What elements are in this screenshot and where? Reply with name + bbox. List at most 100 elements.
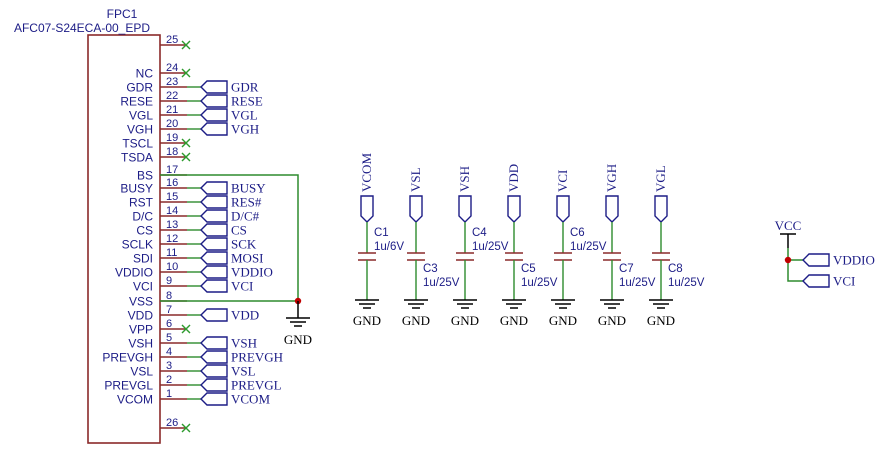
- connector-body[interactable]: [87, 34, 161, 444]
- net-label-vddio[interactable]: VDDIO: [200, 265, 273, 280]
- net-label-sck[interactable]: SCK: [200, 237, 257, 252]
- pin-19-name: TSCL: [122, 137, 153, 151]
- net-label-prevgh-flag: [200, 350, 228, 364]
- net-label-vsl[interactable]: VSL: [200, 364, 256, 379]
- net-label-prevgh[interactable]: PREVGH: [200, 350, 283, 365]
- vcc-label-vci[interactable]: VCI: [802, 274, 855, 289]
- net-label-vsh-text: VSH: [231, 336, 257, 351]
- pin-4-number: 4: [166, 346, 172, 358]
- net-label-prevgl[interactable]: PREVGL: [200, 378, 282, 393]
- pin-21-number: 21: [166, 104, 178, 116]
- pin-18-number: 18: [166, 146, 178, 158]
- net-label-cs[interactable]: CS: [200, 223, 247, 238]
- pin-10-name: VDDIO: [115, 266, 153, 280]
- connector-ref: FPC1: [107, 7, 138, 21]
- net-label-gdr[interactable]: GDR: [200, 80, 259, 95]
- pin-13-number: 13: [166, 219, 178, 231]
- net-label-rese-text: RESE: [231, 94, 263, 109]
- no-connect-icon: [181, 40, 191, 50]
- capacitor-ref: C6: [570, 227, 585, 239]
- pin-9-number: 9: [166, 275, 172, 287]
- gnd-label: GND: [353, 313, 381, 328]
- gnd-symbol: [551, 299, 575, 309]
- net-label-vgl[interactable]: VGL: [200, 108, 258, 123]
- net-flag-icon: [556, 195, 570, 223]
- net-label-vgh[interactable]: VGH: [200, 122, 259, 137]
- net-label-vdd[interactable]: VDD: [200, 308, 259, 323]
- pin-15-name: RST: [129, 196, 154, 210]
- bs-wire[interactable]: [160, 174, 299, 301]
- net-label-vci[interactable]: VCI: [200, 279, 253, 294]
- capacitor-value: 1u/25V: [472, 241, 509, 253]
- connector-value: AFC07-S24ECA-00_EPD: [14, 21, 150, 35]
- pin-25[interactable]: 25: [160, 34, 191, 50]
- capacitor-value: 1u/25V: [521, 277, 558, 289]
- capacitor-ref: C7: [619, 263, 634, 275]
- pin-23-number: 23: [166, 76, 178, 88]
- net-label-res[interactable]: RES#: [200, 195, 262, 210]
- gnd-symbol: [286, 317, 310, 327]
- gnd-label: GND: [647, 313, 675, 328]
- gnd-label: GND: [402, 313, 430, 328]
- pin-1-name: VCOM: [117, 393, 153, 407]
- no-connect-icon: [181, 152, 191, 162]
- net-label-rese[interactable]: RESE: [200, 94, 263, 109]
- vcc-label-vddio-flag: [802, 253, 830, 267]
- net-label-sck-flag: [200, 237, 228, 251]
- capacitor-value: 1u/25V: [423, 277, 460, 289]
- vcc-junction-dot: [784, 256, 792, 264]
- net-label-vcom-text: VCOM: [231, 392, 270, 407]
- bs-vss-gnd-wire[interactable]: GND: [160, 174, 312, 347]
- net-label-mosi[interactable]: MOSI: [200, 251, 264, 266]
- net-label-vgl-text: VGL: [231, 108, 258, 123]
- net-label-vsl-flag: [200, 364, 228, 378]
- pin-20-name: VGH: [127, 123, 153, 137]
- net-label-d-c[interactable]: D/C#: [200, 209, 260, 224]
- net-label-prevgh-text: PREVGH: [231, 350, 283, 365]
- net-label-vcom[interactable]: VCOM: [200, 392, 270, 407]
- net-label-vsh[interactable]: VSH: [200, 336, 257, 351]
- pin-18[interactable]: 18 TSDA: [121, 146, 191, 165]
- vcc-label-vddio[interactable]: VDDIO: [802, 253, 875, 268]
- pin-18-name: TSDA: [121, 151, 153, 165]
- net-label-d-c-flag: [200, 209, 228, 223]
- gnd-symbol: [355, 299, 379, 309]
- net-label-gdr-text: GDR: [231, 80, 259, 95]
- gnd-label: GND: [451, 313, 479, 328]
- net-label-busy[interactable]: BUSY: [200, 181, 266, 196]
- pin-26[interactable]: 26: [160, 417, 191, 433]
- no-connect-icon: [181, 138, 191, 148]
- pin-16-number: 16: [166, 177, 178, 189]
- vcc-wire[interactable]: [787, 248, 803, 282]
- capacitor-value: 1u/25V: [570, 241, 607, 253]
